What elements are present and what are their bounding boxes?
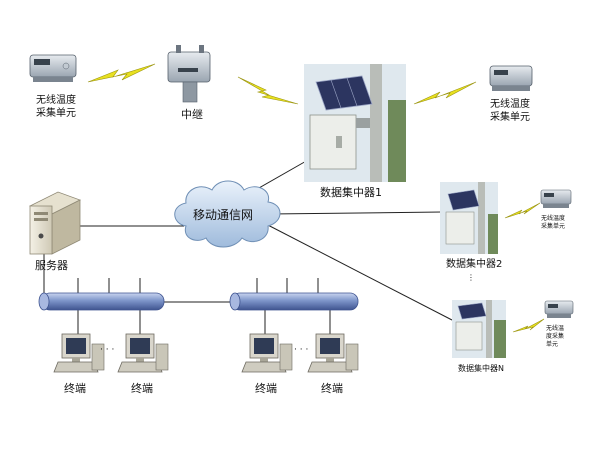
link-cloud-concentrator2 (269, 211, 443, 215)
wireless-sensor-small-1 (540, 189, 572, 208)
wireless-bolt-icon (237, 76, 299, 105)
label-sensor-right-line2: 采集单元 (490, 110, 530, 123)
label-relay: 中继 (181, 108, 203, 121)
label-cloud: 移动通信网 (193, 208, 253, 222)
label-server: 服务器 (35, 259, 68, 272)
label-sensor-left-line2: 采集单元 (36, 106, 76, 119)
label-concentrator-1: 数据集中器1 (320, 185, 382, 199)
ellipsis-right: · · · (294, 345, 308, 355)
concentrator-n-photo (452, 300, 506, 358)
label-sensor-small-2-line1: 无线温 (546, 324, 564, 332)
label-concentrator-2: 数据集中器2 (446, 257, 502, 270)
label-sensor-small-2-line2: 度采集 (546, 332, 564, 340)
label-sensor-small-1-line1: 无线温度 (541, 214, 565, 222)
wireless-bolt-icon (413, 81, 477, 105)
links (43, 159, 453, 336)
bus-right (229, 292, 359, 311)
terminal-computer-icon (307, 333, 359, 373)
concentrator-2-photo (440, 182, 498, 254)
label-sensor-left-line1: 无线温度 (36, 93, 76, 106)
wireless-bolt-icon (512, 318, 545, 333)
label-sensor-right-line1: 无线温度 (490, 97, 530, 110)
wireless-sensor-small-2 (544, 300, 574, 318)
label-sensor-small-2-line3: 单元 (546, 340, 558, 348)
wireless-bolt-icon (504, 202, 541, 219)
link-cloud-concentratorN (261, 221, 453, 321)
mobile-network-cloud (174, 180, 281, 248)
wireless-sensor-right (489, 65, 533, 91)
wireless-sensor-left (29, 54, 77, 82)
concentrator-1-photo (304, 64, 406, 182)
label-terminal-2: 终端 (131, 381, 153, 395)
wireless-bolt-icon (87, 63, 156, 83)
terminal-computer-icon (241, 333, 293, 373)
server-icon (28, 191, 82, 255)
ellipsis-vertical: ⋮ (467, 273, 475, 282)
label-terminal-3: 终端 (255, 381, 277, 395)
label-sensor-small-1-line2: 采集单元 (541, 222, 565, 230)
label-concentrator-n: 数据集中器N (458, 363, 504, 373)
label-terminal-1: 终端 (64, 381, 86, 395)
terminal-computer-icon (53, 333, 105, 373)
terminal-computer-icon (117, 333, 169, 373)
ellipsis-left: · · · (100, 345, 114, 355)
bus-left (38, 292, 165, 311)
relay-device (167, 45, 211, 103)
label-terminal-4: 终端 (321, 381, 343, 395)
